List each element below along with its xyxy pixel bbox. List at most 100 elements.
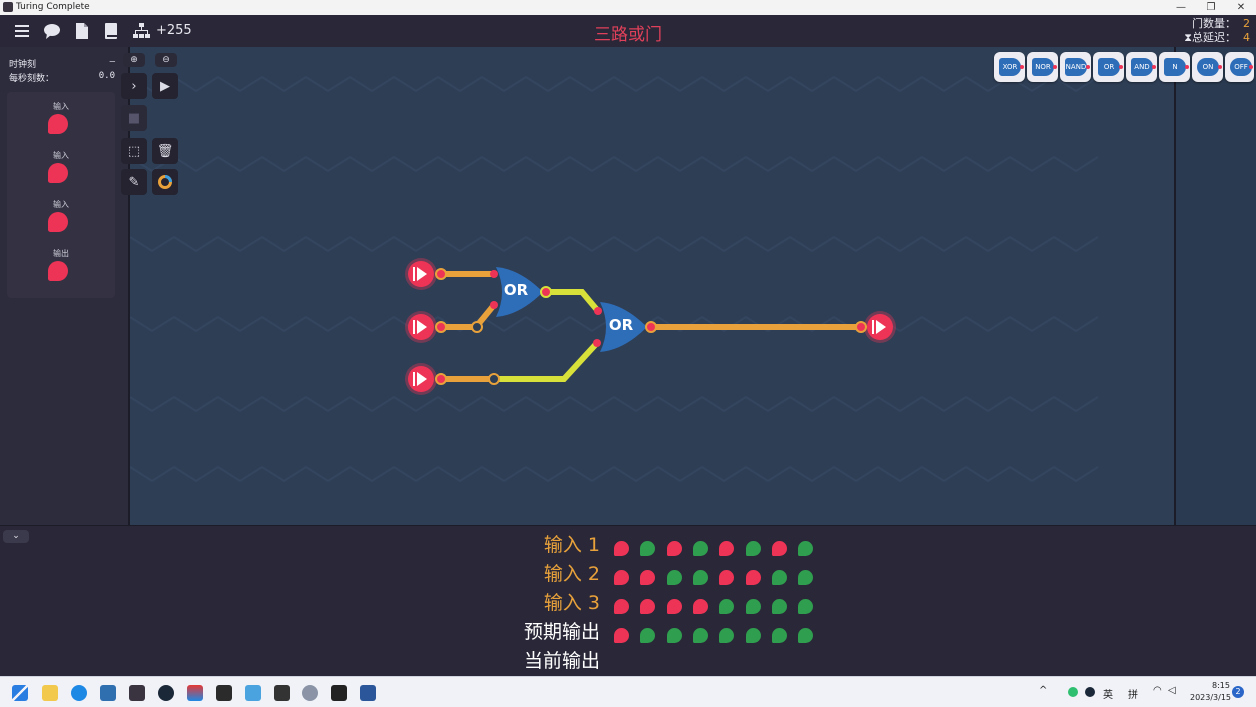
delete-button[interactable]: 🗑	[152, 138, 178, 164]
settings-gear-icon[interactable]	[302, 685, 318, 701]
book-icon[interactable]	[101, 21, 121, 41]
wire-input2-or1[interactable]	[441, 303, 497, 330]
turing-complete-icon[interactable]	[129, 685, 145, 701]
truth-value-dot	[719, 599, 735, 614]
tray-app-icon[interactable]	[1068, 687, 1078, 697]
wire-junction[interactable]	[488, 373, 500, 385]
notepad-icon[interactable]	[245, 685, 261, 701]
truth-row-input-1-label: 输入 1	[543, 534, 600, 556]
palette-and-gate[interactable]: AND	[1126, 52, 1157, 82]
io-item-input-3[interactable]: 输入	[7, 199, 115, 245]
color-wheel-button[interactable]	[152, 169, 178, 195]
zoom-in-button[interactable]: ⊕	[123, 53, 145, 67]
clock-tick-label: 时钟刻	[9, 60, 37, 70]
input-pin-icon	[48, 163, 68, 183]
palette-xor-gate[interactable]: XOR	[994, 52, 1025, 82]
or-gate-1[interactable]	[490, 267, 552, 317]
pin-dot	[1185, 65, 1189, 69]
gate-label: OR	[1098, 58, 1120, 76]
pin-dot	[1086, 65, 1090, 69]
output-pin[interactable]	[855, 311, 896, 343]
pin-dot	[1020, 65, 1024, 69]
or-gate-2[interactable]	[593, 302, 657, 352]
io-item-label: 输入	[53, 200, 69, 209]
input-pin-3[interactable]	[405, 363, 447, 395]
play-button[interactable]: ▶	[152, 73, 178, 99]
wifi-icon[interactable]: ◠	[1153, 685, 1162, 696]
speaker-icon[interactable]: ◁	[1168, 685, 1176, 696]
io-item-label: 输入	[53, 102, 69, 111]
select-button[interactable]: ⬚	[121, 138, 147, 164]
wire-input3-or2[interactable]	[494, 340, 600, 382]
terminal-icon[interactable]	[216, 685, 232, 701]
truth-row-input-3-label: 输入 3	[543, 592, 600, 614]
zoom-in-icon: ⊕	[130, 55, 138, 65]
palette-nand-gate[interactable]: NAND	[1060, 52, 1091, 82]
wire-or1-or2[interactable]	[546, 289, 601, 313]
truth-table-panel: ⌄ 输入 1 输入 2 输入 3 预期输出 当前输出	[0, 525, 1256, 676]
ticks-per-second-value[interactable]: 0.0	[98, 71, 115, 81]
right-panel	[1174, 47, 1256, 525]
ime-language[interactable]: 英	[1103, 690, 1113, 701]
tray-expand-icon[interactable]: ^	[1039, 685, 1048, 696]
truth-value-dot	[692, 570, 708, 585]
pencil-icon: ✎	[128, 174, 140, 190]
palette-off-source[interactable]: OFF	[1225, 52, 1254, 82]
app-triangle-icon[interactable]	[187, 685, 203, 701]
trash-icon: 🗑	[156, 143, 174, 159]
wire-junction[interactable]	[471, 321, 483, 333]
app-lambda-icon[interactable]	[331, 685, 347, 701]
io-item-input-2[interactable]: 输入	[7, 150, 115, 196]
file-explorer-icon[interactable]	[42, 685, 58, 701]
steam-icon[interactable]	[158, 685, 174, 701]
stop-button[interactable]: ■	[121, 105, 147, 131]
io-item-output[interactable]: 输出	[7, 248, 115, 294]
seven-zip-icon[interactable]	[274, 685, 290, 701]
restore-button[interactable]: ❐	[1206, 2, 1216, 13]
truth-value-dot	[640, 570, 656, 585]
minimize-button[interactable]: —	[1176, 2, 1186, 13]
ime-mode[interactable]: 拼	[1128, 690, 1138, 701]
notification-badge[interactable]: 2	[1232, 686, 1244, 698]
palette-or-gate[interactable]: OR	[1093, 52, 1124, 82]
windows-taskbar: ^ 英 拼 ◠ ◁ 8:15 2023/3/15 2	[0, 676, 1256, 707]
edge-browser-icon[interactable]	[71, 685, 87, 701]
palette-not-gate[interactable]: N	[1159, 52, 1190, 82]
circuit-canvas[interactable]: OR OR	[0, 47, 1256, 525]
document-icon[interactable]	[72, 21, 92, 41]
word-icon[interactable]	[360, 685, 376, 701]
circuit	[405, 258, 896, 395]
palette-on-source[interactable]: ON	[1192, 52, 1223, 82]
store-icon[interactable]	[100, 685, 116, 701]
tray-steam-icon[interactable]	[1085, 687, 1095, 697]
windows-start-icon[interactable]	[12, 685, 28, 701]
gate-label: XOR	[999, 58, 1021, 76]
truth-value-dot	[666, 570, 682, 585]
menu-icon[interactable]	[12, 21, 32, 41]
truth-value-dot	[640, 541, 656, 556]
zoom-out-button[interactable]: ⊖	[155, 53, 177, 67]
close-button[interactable]: ✕	[1236, 2, 1246, 13]
component-palette: XOR NOR NAND OR AND N ON OFF	[994, 52, 1254, 82]
input-pin-2[interactable]	[405, 311, 447, 343]
input-pin-1[interactable]	[405, 258, 447, 290]
step-button[interactable]: ›	[121, 73, 147, 99]
truth-row-input-2-label: 输入 2	[543, 563, 600, 585]
chat-icon[interactable]	[42, 21, 62, 41]
input-pin-icon	[48, 212, 68, 232]
output-pin-icon	[48, 261, 68, 281]
gate-label: NOR	[1032, 58, 1054, 76]
chevron-down-icon: ⌄	[12, 531, 20, 541]
truth-value-dot	[614, 628, 629, 643]
truth-value-dot	[666, 628, 682, 643]
truth-row-expected-label: 预期输出	[523, 621, 600, 643]
palette-nor-gate[interactable]: NOR	[1027, 52, 1058, 82]
collapse-panel-button[interactable]: ⌄	[3, 530, 29, 543]
hierarchy-icon[interactable]	[131, 21, 151, 41]
io-item-input-1[interactable]: 输入	[7, 101, 115, 147]
clock-time[interactable]: 8:15	[1212, 681, 1230, 690]
gate-label: OFF	[1230, 58, 1252, 76]
or-gate-2-label: OR	[608, 316, 634, 334]
clock-date[interactable]: 2023/3/15	[1190, 693, 1232, 702]
pencil-button[interactable]: ✎	[121, 169, 147, 195]
